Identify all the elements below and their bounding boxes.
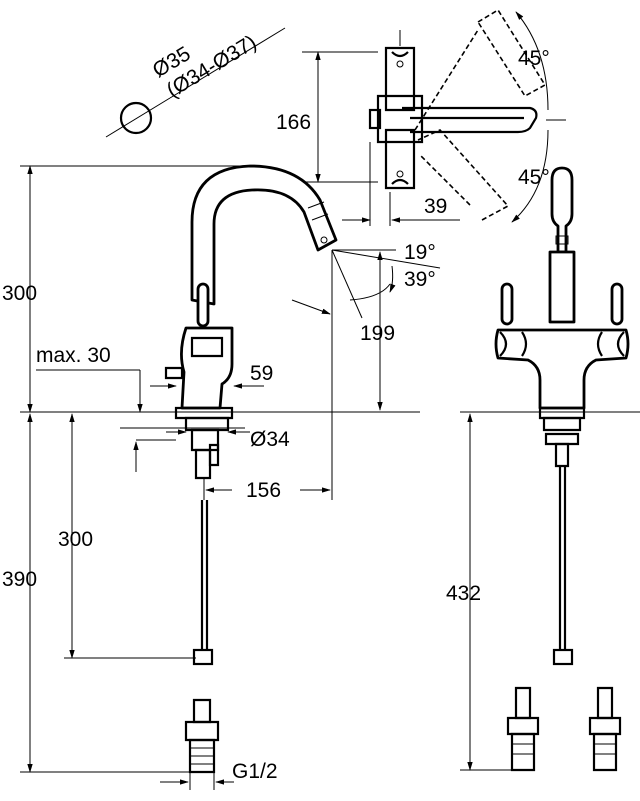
below-deck-total-label: 390 (2, 568, 37, 591)
connection-thread-label: G1/2 (232, 760, 278, 783)
hole-diameter-symbol (105, 27, 286, 138)
dimension-432 (460, 413, 514, 771)
front-view-faucet (460, 166, 640, 772)
outlet-height-label: 199 (360, 322, 395, 345)
dimension-below-300 (64, 413, 196, 659)
spout-angle-1: 19° (404, 241, 436, 264)
dimension-390 (20, 413, 196, 773)
top-view (368, 8, 566, 223)
dimension-height-300 (20, 165, 250, 413)
shank-diameter-label: Ø34 (250, 428, 290, 451)
handle-offset-label: 39 (424, 195, 447, 218)
dimension-39 (342, 142, 460, 226)
spout-angle-marks (331, 249, 441, 301)
projection-label: 156 (246, 479, 281, 502)
deck-thickness-label: max. 30 (36, 344, 111, 367)
spout-angle-2: 39° (404, 268, 436, 291)
dimension-156 (203, 250, 333, 500)
swivel-angle-left: 45° (518, 47, 550, 70)
reach-top-label: 166 (276, 111, 311, 134)
hose-length-label: 432 (446, 582, 481, 605)
below-deck-short-label: 300 (58, 528, 93, 551)
dimension-thread (160, 772, 234, 790)
dimension-deck-thickness (36, 369, 245, 472)
height-label: 300 (2, 282, 37, 305)
swivel-angle-right: 45° (518, 166, 550, 189)
dimension-199 (291, 249, 396, 411)
side-view-faucet (20, 164, 420, 774)
dimension-166 (302, 51, 378, 183)
base-width-label: 59 (250, 362, 273, 385)
